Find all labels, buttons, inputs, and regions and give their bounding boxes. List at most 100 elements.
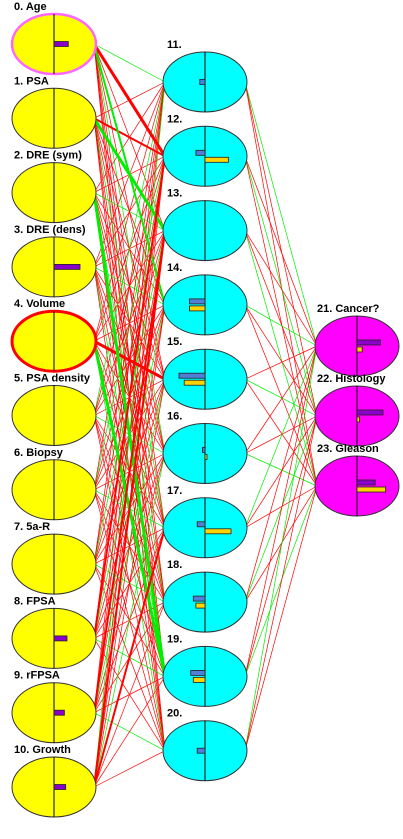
connection-line bbox=[244, 230, 318, 417]
node-label: 11. bbox=[167, 39, 182, 51]
input-node: 0. Age bbox=[10, 1, 98, 76]
input-node: 4. Volume bbox=[10, 298, 98, 373]
connection-line bbox=[244, 304, 318, 347]
input-node: 9. rFPSA bbox=[11, 670, 97, 744]
connection-line bbox=[244, 485, 318, 677]
connection-line bbox=[244, 378, 318, 417]
connection-line bbox=[244, 415, 318, 603]
connection-line bbox=[244, 345, 318, 677]
hidden-node: 11. bbox=[162, 39, 248, 113]
activation-bar bbox=[190, 670, 206, 676]
activation-bar bbox=[188, 305, 206, 312]
node-label: 22. Histology bbox=[317, 373, 386, 385]
node-label: 19. bbox=[167, 633, 182, 645]
connection-line bbox=[244, 304, 318, 487]
connection-line-strong bbox=[93, 156, 166, 639]
hidden-node: 13. bbox=[162, 188, 248, 262]
activation-bar bbox=[356, 409, 384, 416]
connection-line bbox=[244, 81, 318, 487]
activation-bar bbox=[53, 709, 65, 716]
connection-line bbox=[93, 379, 166, 788]
input-node: 3. DRE (dens) bbox=[11, 224, 97, 298]
activation-bar bbox=[199, 79, 206, 85]
node-label: 18. bbox=[167, 559, 182, 571]
activation-bar bbox=[178, 372, 206, 379]
connection-line bbox=[244, 415, 318, 528]
activation-bar bbox=[356, 479, 376, 486]
connection-line bbox=[244, 156, 318, 487]
hidden-node: 20. bbox=[162, 708, 248, 782]
hidden-node: 17. bbox=[162, 485, 248, 559]
connection-line bbox=[244, 230, 318, 487]
node-label: 15. bbox=[167, 336, 182, 348]
activation-bar bbox=[195, 602, 206, 609]
connection-line bbox=[93, 81, 166, 342]
input-node: 6. Biopsy bbox=[11, 447, 97, 521]
hidden-node: 16. bbox=[162, 411, 248, 484]
node-label: 0. Age bbox=[14, 1, 47, 13]
activation-bar bbox=[356, 416, 360, 423]
connection-line-strong bbox=[92, 192, 167, 677]
output-node: 23. Gleason bbox=[314, 443, 400, 517]
activation-bar bbox=[196, 747, 206, 754]
activation-bar bbox=[195, 149, 206, 156]
activation-bar bbox=[53, 635, 68, 642]
activation-bar bbox=[196, 521, 206, 528]
input-node: 2. DRE (sym) bbox=[11, 150, 97, 224]
activation-bar bbox=[53, 41, 69, 47]
node-label: 6. Biopsy bbox=[14, 447, 64, 459]
node-label: 10. Growth bbox=[14, 744, 71, 756]
node-label: 2. DRE (sym) bbox=[14, 150, 82, 162]
node-label: 4. Volume bbox=[14, 298, 65, 310]
connection-line-strong bbox=[93, 339, 166, 381]
node-label: 13. bbox=[167, 188, 182, 200]
input-node: 1. PSA bbox=[11, 75, 97, 149]
connection-line bbox=[93, 750, 166, 788]
connection-line bbox=[244, 156, 318, 417]
output-node: 22. Histology bbox=[314, 373, 400, 447]
connection-line bbox=[93, 43, 166, 83]
activation-bar bbox=[204, 156, 229, 163]
connection-line bbox=[244, 345, 318, 380]
hidden-node: 14. bbox=[162, 262, 248, 336]
connection-line bbox=[93, 601, 166, 788]
activation-bar bbox=[192, 595, 206, 602]
activation-bar bbox=[183, 379, 206, 386]
node-label: 5. PSA density bbox=[14, 373, 91, 385]
connection-line bbox=[93, 81, 166, 565]
connection-line-strong bbox=[93, 117, 166, 158]
connection-line bbox=[93, 453, 166, 788]
connection-line bbox=[244, 485, 318, 603]
node-label: 1. PSA bbox=[14, 75, 49, 87]
connection-line bbox=[244, 345, 318, 528]
activation-bar bbox=[356, 486, 387, 493]
connection-line-strong bbox=[93, 43, 166, 306]
node-label: 3. DRE (dens) bbox=[14, 224, 86, 236]
node-label: 14. bbox=[167, 262, 182, 274]
hidden-node: 18. bbox=[162, 559, 248, 633]
activation-bar bbox=[356, 339, 381, 346]
activation-bar bbox=[188, 298, 206, 305]
activation-bar bbox=[204, 528, 232, 535]
node-label: 20. bbox=[167, 708, 182, 720]
node-label: 9. rFPSA bbox=[14, 670, 60, 682]
connection-line bbox=[244, 81, 318, 417]
connection-line bbox=[244, 230, 318, 347]
connection-line bbox=[244, 415, 318, 677]
node-label: 7. 5a-R bbox=[14, 521, 50, 533]
connections-layer bbox=[92, 43, 318, 788]
activation-bar bbox=[356, 346, 363, 353]
input-node: 5. PSA density bbox=[11, 373, 97, 446]
connection-line bbox=[244, 345, 318, 603]
connection-line-strong bbox=[92, 43, 167, 158]
input-node: 8. FPSA bbox=[11, 595, 97, 669]
connection-line bbox=[244, 415, 318, 454]
node-label: 23. Gleason bbox=[317, 443, 379, 455]
connection-line bbox=[93, 676, 166, 788]
activation-bar bbox=[192, 677, 206, 683]
connection-line bbox=[244, 379, 318, 487]
connection-line bbox=[244, 345, 318, 751]
connection-line bbox=[244, 485, 318, 751]
activation-bar bbox=[53, 263, 81, 270]
